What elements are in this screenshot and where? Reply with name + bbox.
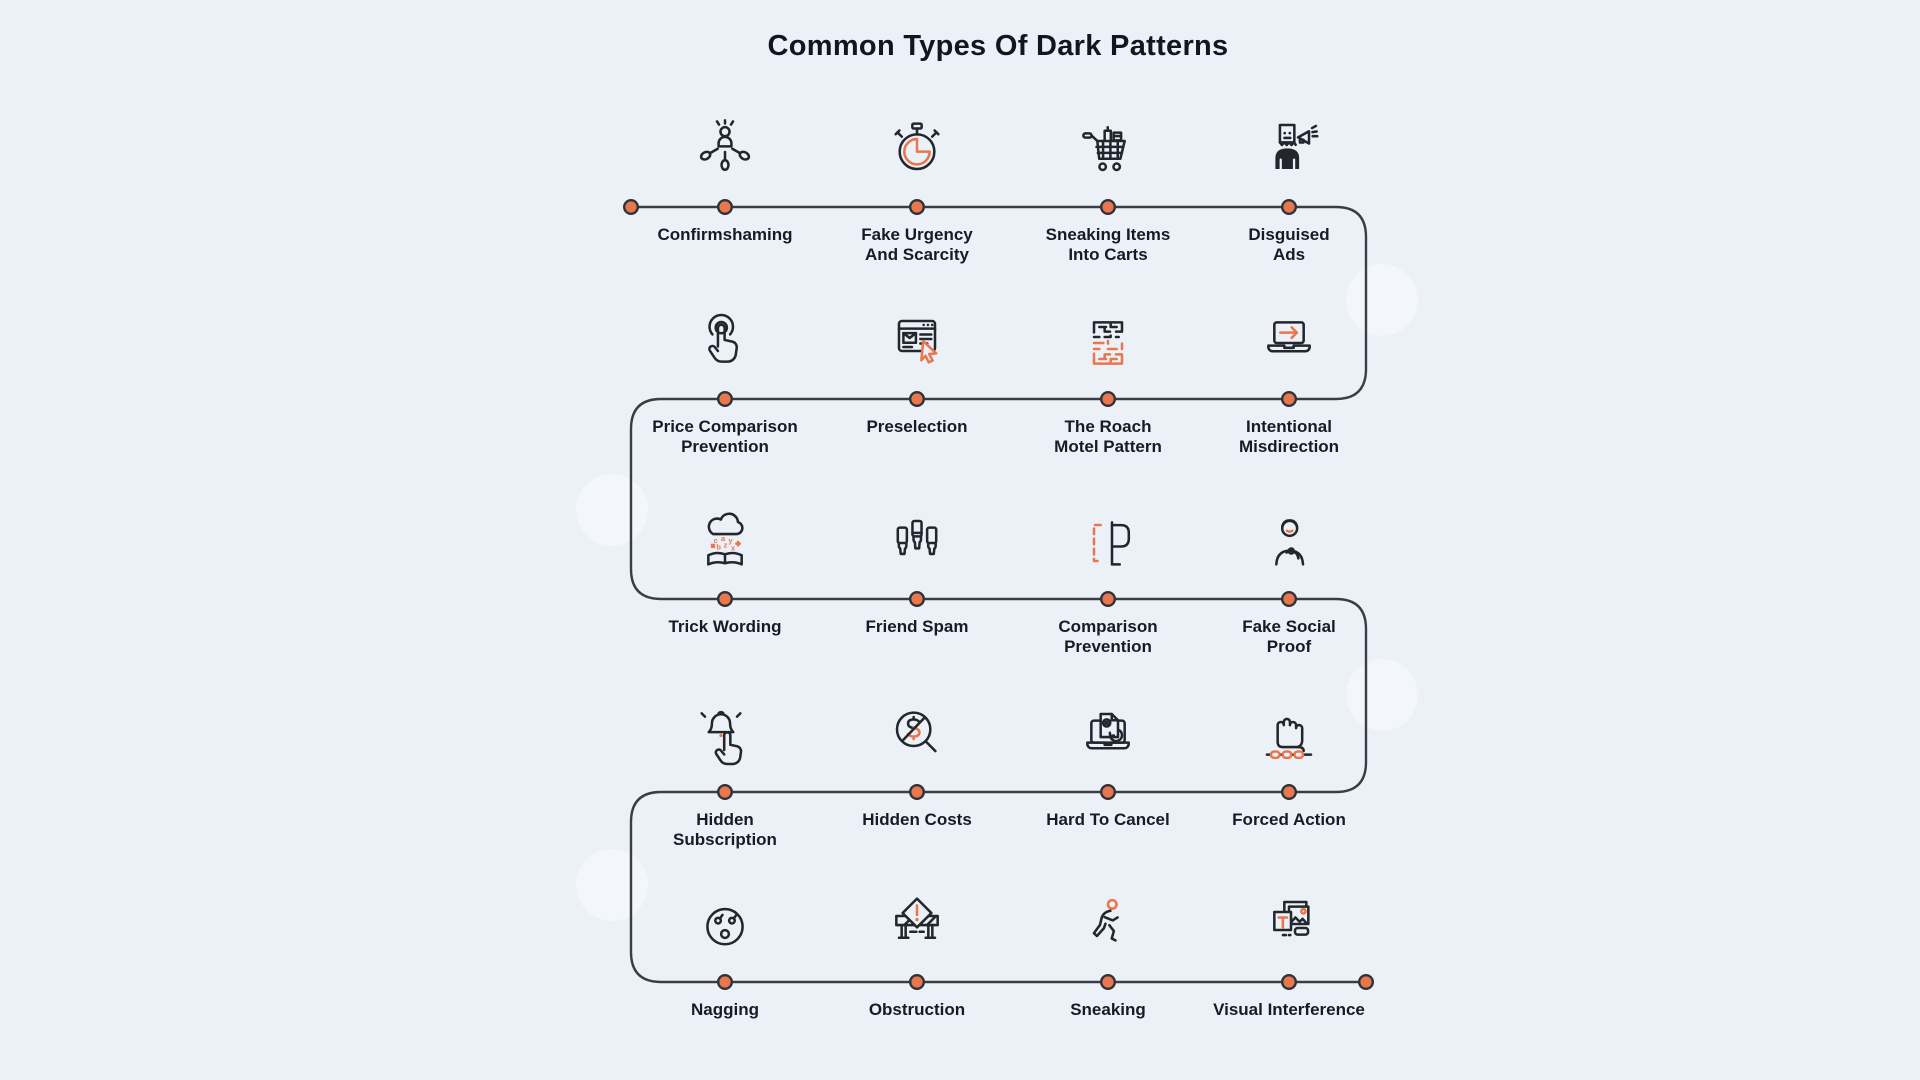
timeline-dot [1280,784,1297,801]
hands-phones-icon [885,511,949,575]
laptop-document-icon [1076,704,1140,768]
timeline-end-dot [1357,974,1374,991]
timeline-dot [1099,391,1116,408]
svg-text:a: a [721,534,726,543]
svg-text:z: z [724,541,728,550]
timeline-dot [909,198,926,215]
background-circle [1346,659,1418,731]
split-panel-icon [1076,511,1140,575]
item-label: Hard To Cancel [1046,810,1170,829]
item-label: Visual Interference [1213,1000,1365,1019]
timeline-dot [717,198,734,215]
item-label: Preselection [866,417,968,436]
item-hidden-costs: Hidden Costs [822,704,1012,830]
timeline-dot [909,391,926,408]
disguised-person-megaphone-icon [1257,119,1321,183]
item-obstruction: Obstruction [822,894,1012,1020]
item-forced-action: Forced Action [1194,704,1384,830]
shopping-cart-icon [1076,119,1140,183]
background-circle [576,474,648,546]
item-confirmshaming: Confirmshaming [630,119,820,245]
item-label: Trick Wording [668,617,782,636]
background-circle [576,849,648,921]
page-title: Common Types Of Dark Patterns [767,30,1229,62]
timeline-dot [717,591,734,608]
confirmshaming-icon [693,119,757,183]
timeline-start-dot [623,198,640,215]
hand-bell-icon [693,704,757,768]
svg-text:y: y [728,536,733,545]
browser-cursor-icon [885,311,949,375]
background-circle [1346,264,1418,336]
svg-text:b: b [716,543,721,552]
item-nagging: Nagging [630,894,820,1020]
timeline-dot [909,974,926,991]
tap-finger-icon [693,311,757,375]
svg-text:x: x [731,543,736,552]
timeline-dot [717,391,734,408]
item-label: Sneaking [1070,1000,1146,1019]
timeline-dot [1280,591,1297,608]
timeline-dot [717,974,734,991]
timeline-dot [909,591,926,608]
magnifier-dollar-icon [885,704,949,768]
timeline-dot [1280,198,1297,215]
item-label: Obstruction [868,1000,966,1019]
timeline-dot [1280,391,1297,408]
item-preselection: Preselection [822,311,1012,437]
item-hard-to-cancel: Hard To Cancel [1013,704,1203,830]
overlapping-windows-icon [1257,894,1321,958]
timeline-dot [1099,784,1116,801]
timeline-dot [717,784,734,801]
timeline-dot [1099,974,1116,991]
fist-chain-icon [1257,704,1321,768]
barrier-icon [885,894,949,958]
stopwatch-icon [885,119,949,183]
timeline-dot [1280,974,1297,991]
item-friend-spam: Friend Spam [822,511,1012,637]
angry-face-icon [693,894,757,958]
item-label: Nagging [691,1000,759,1019]
timeline-dot [1099,198,1116,215]
item-label: Forced Action [1232,810,1346,829]
sneaking-person-icon [1076,894,1140,958]
timeline-dot [909,784,926,801]
item-visual-interference: Visual Interference [1194,894,1384,1020]
item-label: Confirmshaming [657,225,793,244]
item-sneaking: Sneaking [1013,894,1203,1020]
item-label: Hidden Costs [862,810,972,829]
timeline-path [629,205,1368,984]
timeline-dot [1099,591,1116,608]
item-label: Friend Spam [865,617,969,636]
maze-icon [1076,311,1140,375]
person-pledge-icon [1257,511,1321,575]
svg-text:c: c [714,536,718,545]
laptop-arrow-icon [1257,311,1321,375]
